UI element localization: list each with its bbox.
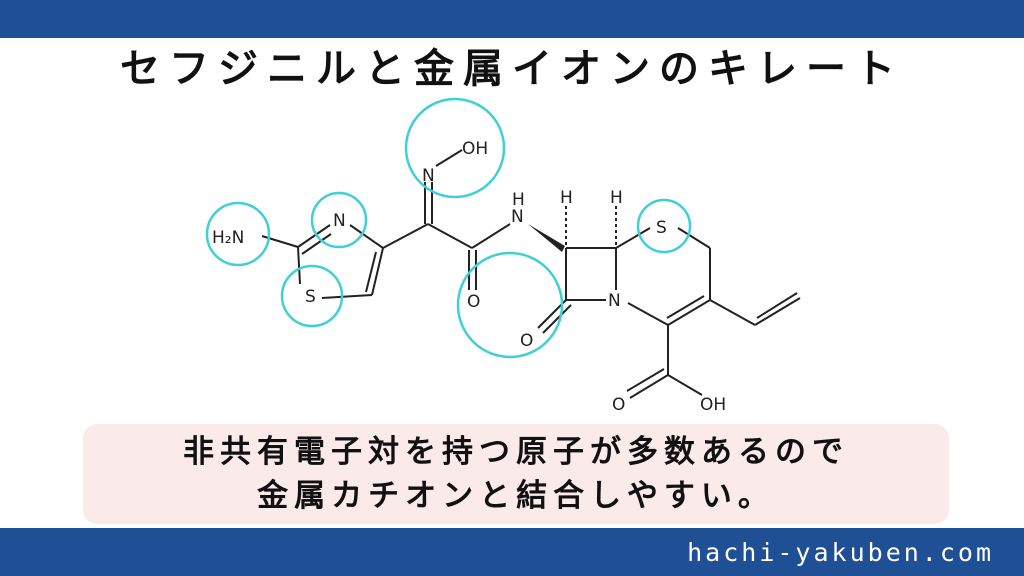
atom-h2: H: [610, 188, 623, 208]
highlight-carbonyl-circle: [456, 251, 564, 359]
highlight-thiazole-s-circle: [280, 264, 344, 328]
highlight-thiazole-n-circle: [310, 191, 368, 249]
highlight-amine-circle: [205, 201, 271, 267]
atom-nh: N: [511, 207, 524, 227]
atom-s-ring: S: [656, 218, 667, 238]
highlight-ring-s-circle: [636, 198, 692, 254]
atom-s-thiazole: S: [305, 287, 316, 307]
atom-n-thiazole: N: [333, 211, 346, 231]
atom-n-oxime: N: [422, 166, 435, 186]
explanation-line-1: 非共有電子対を持つ原子が多数あるので: [183, 434, 849, 470]
explanation-box: 非共有電子対を持つ原子が多数あるので 金属カチオンと結合しやすい。: [83, 424, 949, 524]
atom-oh-top: OH: [462, 139, 488, 159]
atom-h1: H: [560, 188, 573, 208]
atom-n-ring: N: [608, 291, 621, 311]
bottom-bar: [0, 528, 1024, 576]
explanation-line-2: 金属カチオンと結合しやすい。: [257, 478, 775, 514]
bonds: [261, 149, 801, 399]
page-title: セフジニルと金属イオンのキレート: [120, 46, 904, 92]
top-bar: [0, 0, 1024, 38]
lone-pair-highlights: [205, 97, 692, 359]
atom-nh-h: H: [512, 190, 525, 210]
site-url: hachi-yakuben.com: [687, 538, 994, 567]
highlight-oxime-circle: [404, 97, 506, 199]
atom-oh-acid: OH: [700, 395, 726, 415]
atom-o-lactam: O: [520, 331, 533, 351]
atom-h2n: H₂N: [212, 228, 244, 248]
atom-o-acid: O: [612, 395, 625, 415]
atom-o-amide: O: [467, 292, 480, 312]
